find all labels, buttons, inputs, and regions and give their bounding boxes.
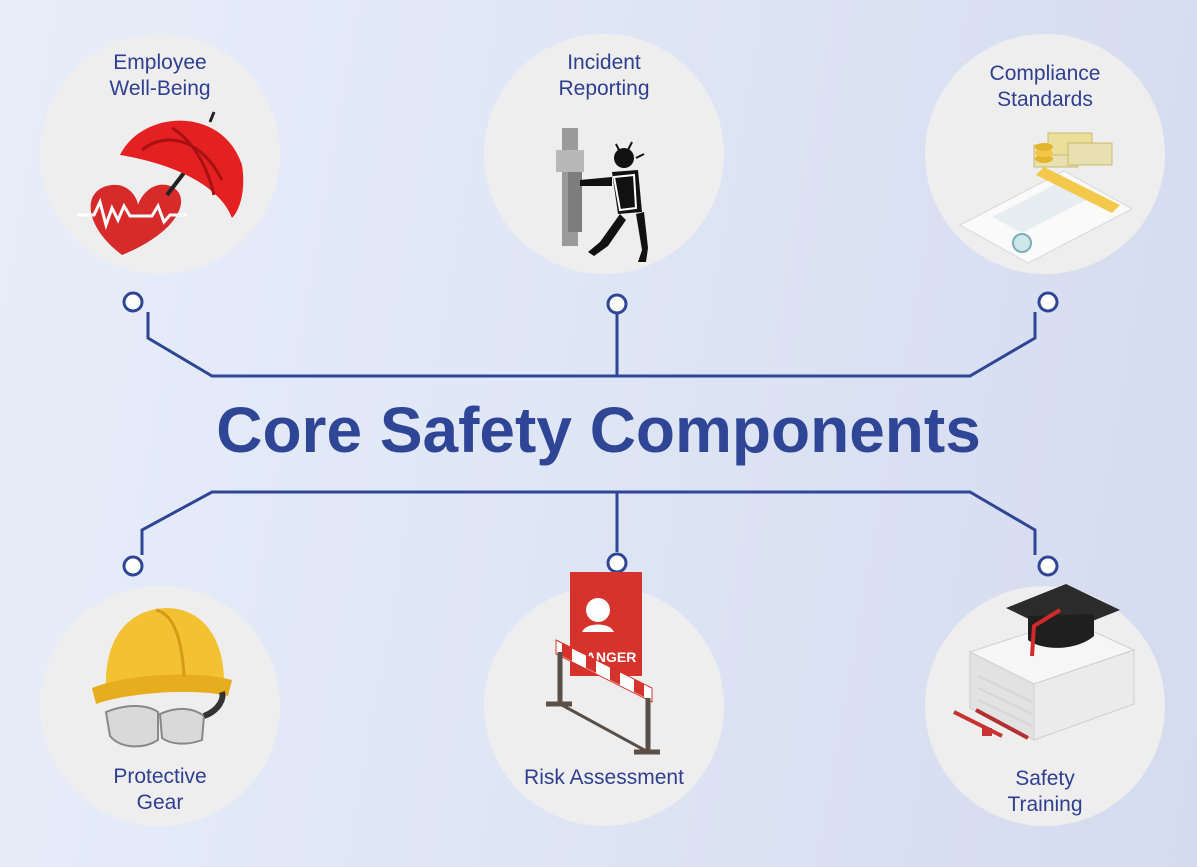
label-line: Incident xyxy=(567,51,641,74)
connector-node xyxy=(1037,291,1059,313)
label-line: Risk Assessment xyxy=(524,766,684,789)
label-line: Compliance xyxy=(989,62,1101,85)
label-line: Training xyxy=(1007,793,1083,816)
label-line: Gear xyxy=(136,791,184,814)
label-line: Reporting xyxy=(558,77,650,100)
electrocution-icon xyxy=(556,128,648,262)
component-label-risk-assessment: Risk Assessment xyxy=(484,765,724,791)
umbrella-heart-icon xyxy=(77,111,244,255)
hard-hat-goggles-icon xyxy=(92,608,232,748)
label-line: Employee xyxy=(113,51,207,74)
component-label-protective-gear: Protective Gear xyxy=(40,764,280,816)
component-label-incident-reporting: Incident Reporting xyxy=(484,50,724,102)
component-label-compliance-standards: Compliance Standards xyxy=(925,61,1165,113)
label-line: Safety xyxy=(1015,767,1075,790)
connector-node xyxy=(122,555,144,577)
bottom-branch-line xyxy=(140,490,1037,555)
connector-node xyxy=(122,291,144,313)
connector-node xyxy=(606,293,628,315)
label-line: Standards xyxy=(997,88,1093,111)
top-branch-line xyxy=(146,312,1037,378)
label-line: Well-Being xyxy=(109,77,211,100)
insurance-document-icon xyxy=(958,132,1134,264)
component-circle-incident-reporting xyxy=(484,34,724,274)
component-label-employee-well-being: Employee Well-Being xyxy=(40,50,280,102)
connector-node xyxy=(1037,555,1059,577)
label-line: Protective xyxy=(113,765,207,788)
danger-barrier-icon: DANGER xyxy=(546,572,660,755)
component-label-safety-training: Safety Training xyxy=(925,766,1165,818)
graduation-cap-papers-icon xyxy=(953,584,1136,741)
diagram-title: Core Safety Components xyxy=(216,394,981,466)
